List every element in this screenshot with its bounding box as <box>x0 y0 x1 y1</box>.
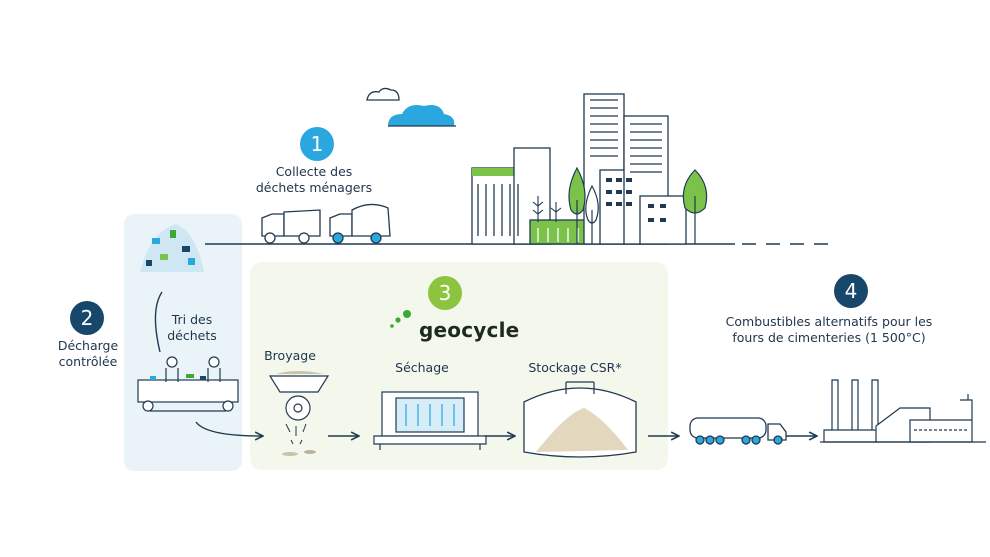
step-4-number: 4 <box>844 279 858 303</box>
step-3-badge: 3 <box>428 276 462 310</box>
step-2-label: Décharge contrôlée <box>38 338 138 370</box>
tanker-truck-icon <box>689 417 787 445</box>
step-3-number: 3 <box>438 281 452 305</box>
sorting-label: Tri des déchets <box>152 312 232 344</box>
connector-line <box>154 291 163 353</box>
geocycle-logo-icon <box>390 310 411 328</box>
step-2-number: 2 <box>80 306 94 330</box>
step-2-label-line1: Décharge <box>57 338 119 353</box>
step-1-badge: 1 <box>300 127 334 161</box>
grinding-label: Broyage <box>264 348 316 363</box>
step-2-badge: 2 <box>70 301 104 335</box>
drying-label: Séchage <box>395 360 449 375</box>
sorting-label-line2: déchets <box>167 328 217 343</box>
storage-label: Stockage CSR* <box>528 360 622 375</box>
geocycle-brand-name: geocycle <box>419 318 520 342</box>
step-4-label-line1: Combustibles alternatifs pour les <box>725 314 933 329</box>
cement-plant-icon <box>820 379 986 443</box>
step-4-label-line2: fours de cimenteries (1 500°C) <box>732 330 926 345</box>
garbage-truck-icon <box>329 203 391 244</box>
grinder-icon <box>268 371 330 456</box>
garbage-truck-icon <box>261 209 321 244</box>
dryer-icon <box>373 391 487 450</box>
sorting-label-line1: Tri des <box>171 312 213 327</box>
city-buildings-icon <box>471 93 687 245</box>
step-4-badge: 4 <box>834 274 868 308</box>
step-1-number: 1 <box>310 132 324 156</box>
tree-icon <box>532 166 708 244</box>
step-1-label-line2: déchets ménagers <box>255 180 373 195</box>
flow-arrow <box>195 421 262 436</box>
sorting-conveyor-icon <box>137 356 239 412</box>
waste-pile-icon <box>140 224 204 272</box>
step-2-label-line2: contrôlée <box>58 354 118 369</box>
step-1-label-line1: Collecte des <box>275 164 353 179</box>
storage-dome-icon <box>523 381 637 458</box>
cloud-icon <box>366 87 400 101</box>
step-4-label: Combustibles alternatifs pour les fours … <box>712 314 946 346</box>
step-1-label: Collecte des déchets ménagers <box>244 164 384 196</box>
cloud-icon <box>388 105 456 127</box>
